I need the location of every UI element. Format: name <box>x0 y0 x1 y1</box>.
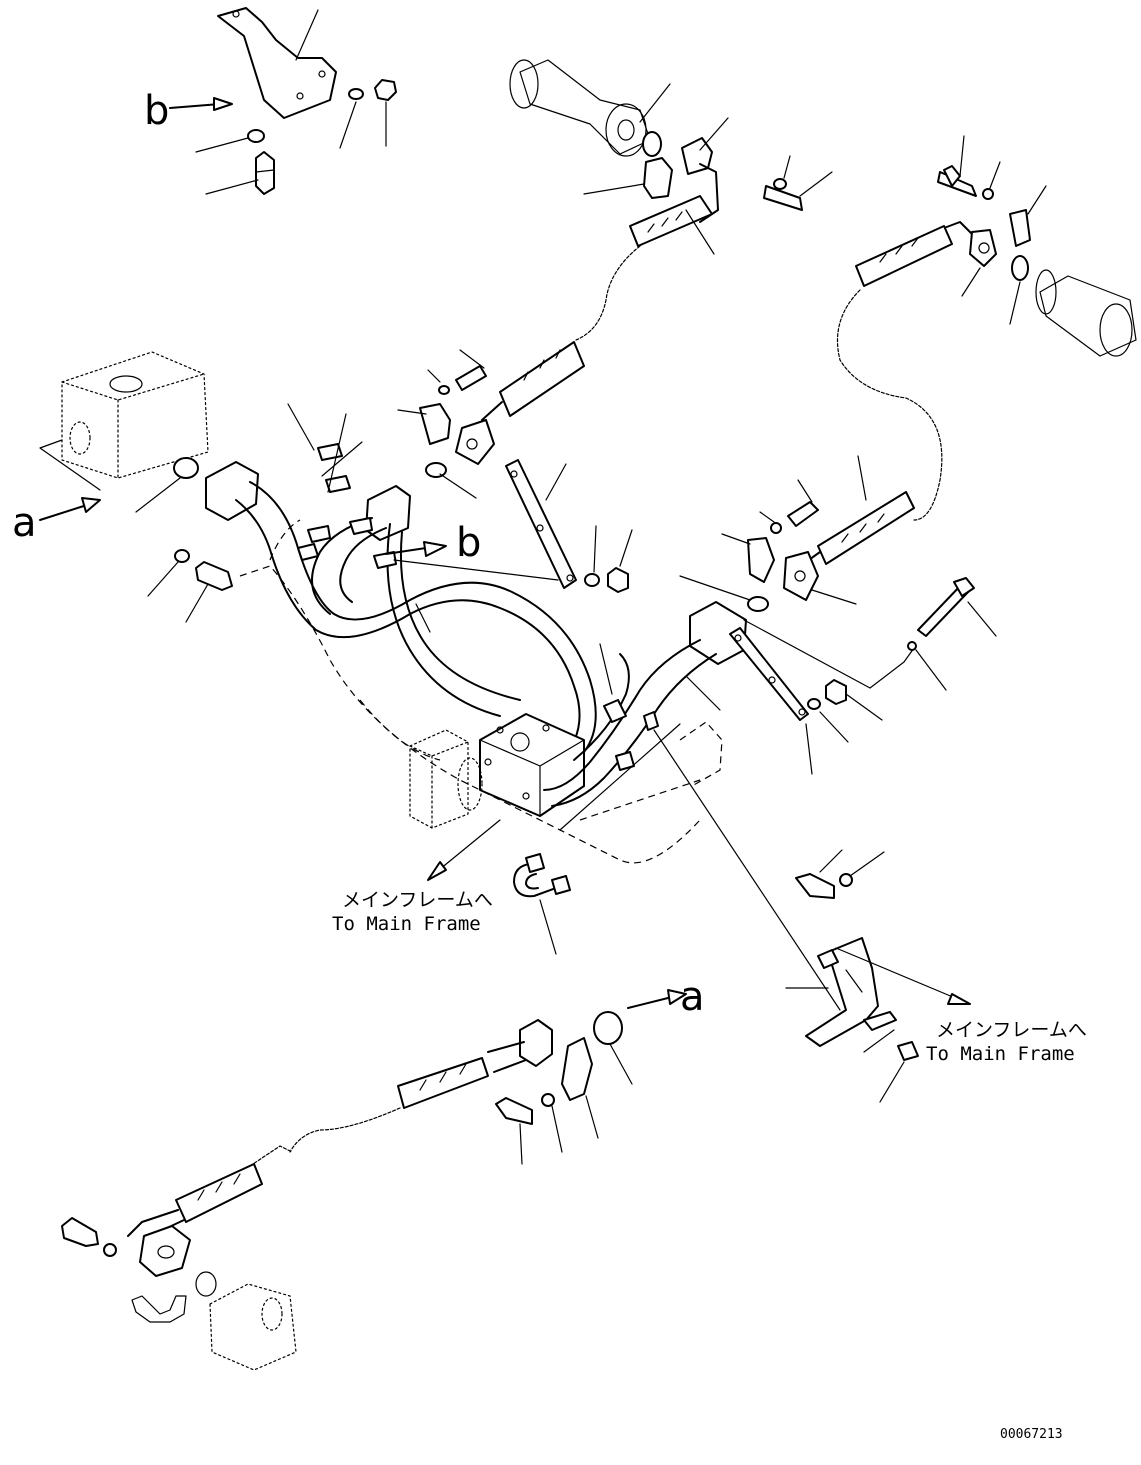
marker-b-center-arrowhead <box>423 541 447 557</box>
main-frame-2-arrowhead <box>947 993 971 1005</box>
main-frame-2-en: To Main Frame <box>926 1043 1075 1065</box>
left-pump <box>39 351 209 513</box>
lower-left-pump-body <box>409 729 483 829</box>
bottom-hose-assembly <box>61 1011 633 1371</box>
marker-a-left-arrow <box>39 503 91 521</box>
marker-b-center-arrow <box>385 547 427 555</box>
main-frame-1-en: To Main Frame <box>332 913 481 935</box>
bracket-b-assembly <box>195 7 397 195</box>
top-center-pump <box>509 59 651 157</box>
marker-a-left: a <box>12 500 37 546</box>
marker-b-top-arrow <box>169 103 221 109</box>
right-hose-upper <box>836 135 1137 521</box>
marker-a-bottom-arrowhead <box>667 989 687 1005</box>
main-frame-1-jp: メインフレームへ <box>342 889 493 911</box>
marker-b-top-arrowhead <box>213 97 233 111</box>
marker-b-top: b <box>144 88 169 134</box>
marker-a-bottom: a <box>680 974 705 1020</box>
central-tube-assembly <box>147 403 747 864</box>
marker-b-center: b <box>456 520 481 566</box>
strap-bracket <box>393 459 633 593</box>
main-frame-2-jp: メインフレームへ <box>936 1019 1087 1041</box>
main-frame-1-arrow <box>433 819 501 875</box>
right-strap <box>729 577 997 775</box>
top-center-hose <box>575 83 833 341</box>
right-hose-lower <box>679 455 915 612</box>
main-frame-1-arrowhead <box>427 861 447 881</box>
marker-a-left-arrowhead <box>81 497 101 513</box>
bottom-right-bracket <box>653 729 961 1103</box>
hose-1-lower-segment <box>397 341 585 499</box>
marker-a-bottom-arrow <box>627 995 677 1009</box>
drawing-number: 00067213 <box>1000 1427 1063 1442</box>
u-tube-fitting <box>513 853 571 955</box>
